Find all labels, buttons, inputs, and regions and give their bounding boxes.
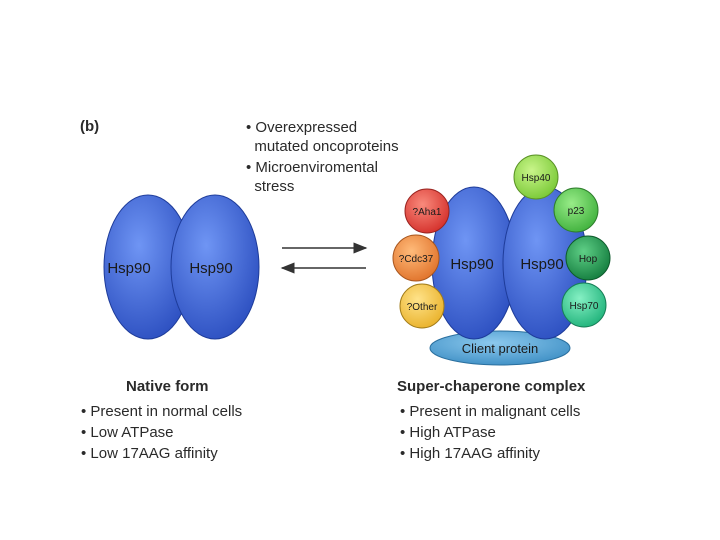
hop-label: Hop xyxy=(579,254,598,265)
native-hsp90-right-label: Hsp90 xyxy=(189,260,232,277)
native-bullet-3: • Low 17AAG affinity xyxy=(81,445,218,462)
cdc37-label: ?Cdc37 xyxy=(399,254,434,265)
condition-line-1: • Overexpressed xyxy=(246,119,358,136)
hsp40-cochaperone xyxy=(513,154,559,200)
condition-line-4: stress xyxy=(246,178,295,195)
p23-label: p23 xyxy=(568,206,585,217)
native-bullet-2: • Low ATPase xyxy=(81,424,174,441)
aha1-cochaperone xyxy=(404,188,450,234)
hsp70-label: Hsp70 xyxy=(570,301,599,312)
complex-bullet-2: • High ATPase xyxy=(400,424,496,441)
hsp70-cochaperone xyxy=(561,282,607,328)
other-label: ?Other xyxy=(407,302,438,313)
native-hsp90-left-label: Hsp90 xyxy=(107,260,150,277)
native-hsp90-dimer: Hsp90 Hsp90 xyxy=(103,194,260,340)
other-cochaperone xyxy=(399,283,445,329)
complex-heading: Super-chaperone complex xyxy=(397,378,586,395)
native-form-heading: Native form xyxy=(126,378,209,395)
client-protein xyxy=(429,330,571,366)
client-protein-label: Client protein xyxy=(462,341,539,356)
equilibrium-arrows xyxy=(280,242,368,274)
native-hsp90-right xyxy=(170,194,260,340)
complex-bullet-1: • Present in malignant cells xyxy=(400,403,581,420)
aha1-label: ?Aha1 xyxy=(413,207,442,218)
hop-cochaperone xyxy=(565,235,611,281)
native-bullet-1: • Present in normal cells xyxy=(81,403,243,420)
complex-hsp90-left-label: Hsp90 xyxy=(450,256,493,273)
complex-hsp90-right-label: Hsp90 xyxy=(520,256,563,273)
complex-bullet-3: • High 17AAG affinity xyxy=(400,445,541,462)
super-chaperone-complex: Hsp90 Hsp90 Client protein ?Aha1 ?Cdc37 … xyxy=(392,154,611,366)
panel-label: (b) xyxy=(80,118,100,135)
cdc37-cochaperone xyxy=(392,234,440,282)
p23-cochaperone xyxy=(553,187,599,233)
condition-line-3: • Microenviromental xyxy=(246,159,378,176)
condition-line-2: mutated oncoproteins xyxy=(246,138,399,155)
hsp40-label: Hsp40 xyxy=(522,173,551,184)
